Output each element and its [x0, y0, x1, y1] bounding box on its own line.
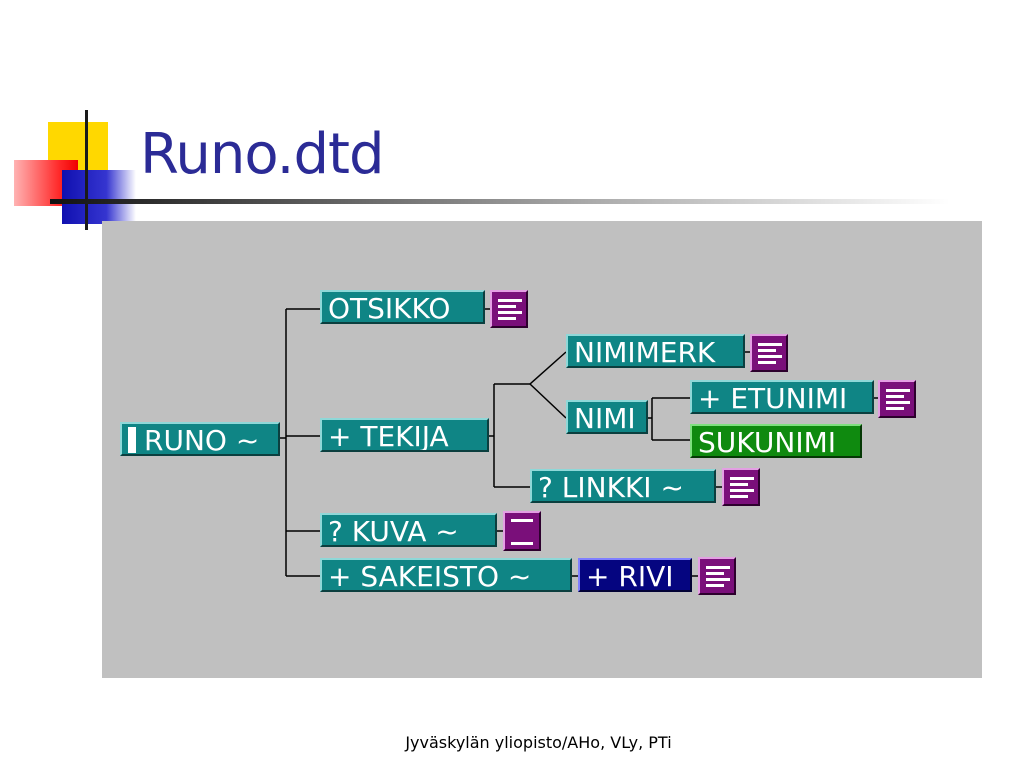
node-kuva-label: ? KUVA ~ [328, 515, 459, 547]
nimimerk-text-content-icon[interactable] [750, 334, 788, 372]
node-nimi-label: NIMI [574, 402, 636, 434]
node-linkki[interactable]: ? LINKKI ~ [530, 469, 716, 503]
node-tekija-label: + TEKIJA [328, 420, 449, 452]
node-kuva[interactable]: ? KUVA ~ [320, 513, 497, 547]
node-nimimerk[interactable]: NIMIMERK [566, 334, 745, 368]
node-otsikko[interactable]: OTSIKKO [320, 290, 485, 324]
kuva-empty-content-icon[interactable] [503, 511, 541, 551]
linkki-text-content-icon[interactable] [722, 468, 760, 506]
node-rivi[interactable]: + RIVI [578, 558, 692, 592]
slide-footer: Jyväskylän yliopisto/AHo, VLy, PTi [405, 733, 672, 752]
title-ornament-blue [62, 170, 136, 224]
otsikko-text-content-icon[interactable] [490, 290, 528, 328]
title-underline [50, 199, 950, 204]
etunimi-text-content-icon[interactable] [878, 380, 916, 418]
node-sukunimi[interactable]: SUKUNIMI [690, 424, 862, 458]
node-sukunimi-label: SUKUNIMI [698, 426, 836, 458]
node-nimimerk-label: NIMIMERK [574, 336, 716, 368]
slide-title: Runo.dtd [140, 122, 385, 187]
node-runo[interactable]: RUNO ~ [120, 422, 280, 456]
node-nimi[interactable]: NIMI [566, 400, 648, 434]
title-ornament-vertical-line [85, 110, 88, 230]
node-linkki-label: ? LINKKI ~ [538, 471, 684, 503]
node-runo-label: RUNO ~ [144, 424, 260, 456]
node-sakeisto[interactable]: + SAKEISTO ~ [320, 558, 572, 592]
node-sakeisto-label: + SAKEISTO ~ [328, 560, 532, 592]
node-rivi-label: + RIVI [586, 560, 674, 592]
collapse-marker-icon [128, 427, 136, 453]
node-tekija[interactable]: + TEKIJA [320, 418, 489, 452]
node-otsikko-label: OTSIKKO [328, 292, 451, 324]
node-etunimi-label: + ETUNIMI [698, 382, 848, 414]
rivi-text-content-icon[interactable] [698, 557, 736, 595]
node-etunimi[interactable]: + ETUNIMI [690, 380, 874, 414]
